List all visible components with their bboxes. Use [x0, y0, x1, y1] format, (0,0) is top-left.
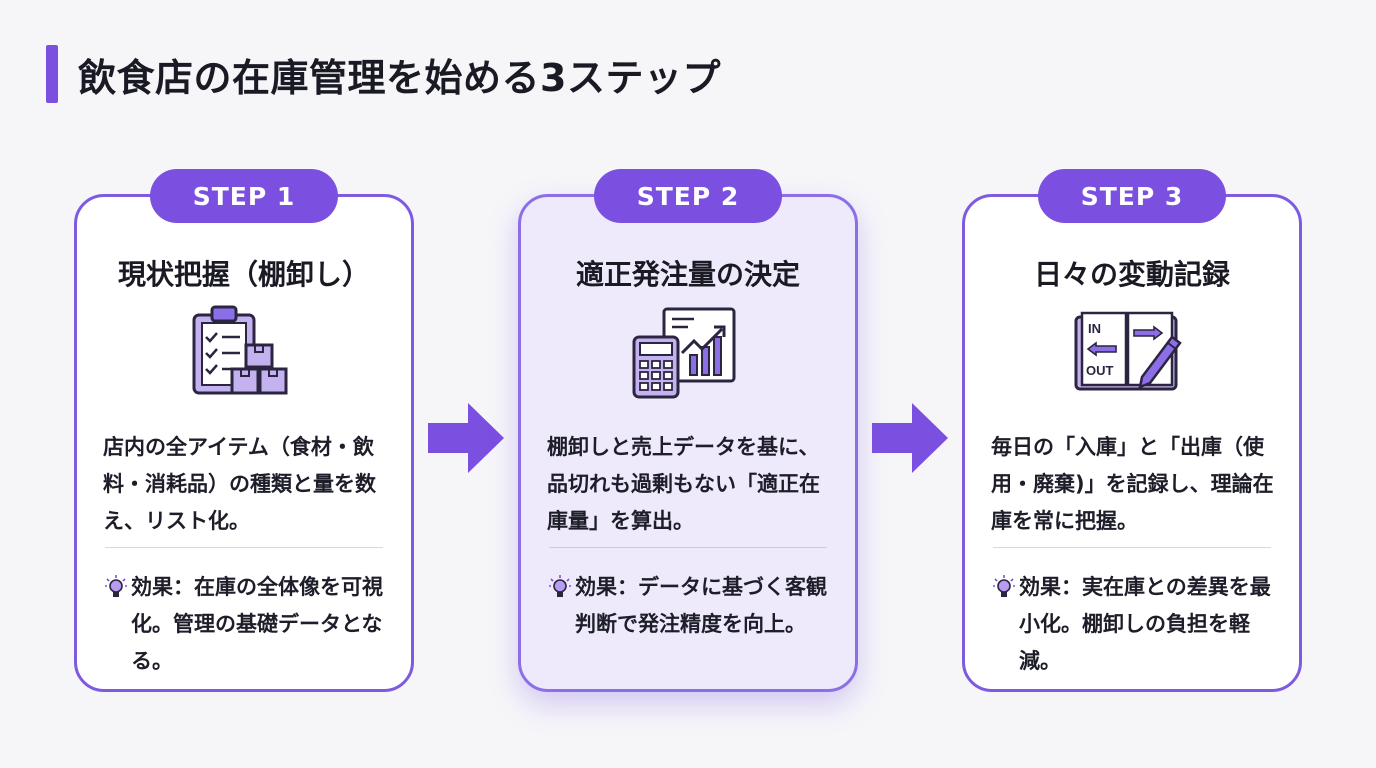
arrow-right-icon: [428, 403, 504, 473]
clipboard-boxes-icon: [192, 305, 288, 395]
step-card-2: STEP 2 適正発注量の決定 棚卸しと売上データを基に、品切れも過剰もない「適…: [518, 169, 858, 692]
step-badge: STEP 1: [150, 169, 338, 223]
effect-text: 効果：実在庫との差異を最小化。棚卸しの負担を軽減。: [1019, 575, 1271, 673]
lightbulb-icon: [993, 569, 1019, 606]
lightbulb-icon: [105, 569, 131, 606]
divider: [105, 547, 383, 548]
step-badge: STEP 2: [594, 169, 782, 223]
step-description: 店内の全アイテム（食材・飲料・消耗品）の種類と量を数え、リスト化。: [103, 435, 376, 533]
page-title: 飲食店の在庫管理を始める3ステップ: [78, 55, 721, 100]
title-area: 飲食店の在庫管理を始める3ステップ: [46, 44, 721, 104]
step-effect: 効果：データに基づく客観判断で発注精度を向上。: [549, 569, 835, 643]
arrow-right-icon: [872, 403, 948, 473]
step-card-1: STEP 1 現状把握（棚卸し） 店内の全アイテム（食材・飲料・消耗品）の種類と…: [74, 169, 414, 692]
calculator-chart-icon: [632, 307, 736, 399]
in-out-notebook-icon: IN OUT: [1074, 311, 1182, 391]
step-heading: 適正発注量の決定: [575, 258, 800, 291]
step-description: 棚卸しと売上データを基に、品切れも過剰もない「適正在庫量」を算出。: [547, 435, 820, 533]
effect-text: 効果：データに基づく客観判断で発注精度を向上。: [575, 575, 827, 636]
title-accent-bar: [46, 45, 58, 103]
step-heading: 日々の変動記録: [1033, 258, 1230, 291]
out-label: OUT: [1086, 363, 1114, 378]
step-card-3: STEP 3 日々の変動記録 IN OUT 毎日の「入庫」と「出庫（使用・廃棄)…: [962, 169, 1302, 692]
divider: [549, 547, 827, 548]
effect-text: 効果：在庫の全体像を可視化。管理の基礎データとなる。: [131, 575, 383, 673]
step-description: 毎日の「入庫」と「出庫（使用・廃棄)」を記録し、理論在庫を常に把握。: [991, 435, 1274, 533]
step-heading: 現状把握（棚卸し）: [117, 258, 370, 291]
divider: [993, 547, 1271, 548]
step-badge: STEP 3: [1038, 169, 1226, 223]
step-effect: 効果：在庫の全体像を可視化。管理の基礎データとなる。: [105, 569, 391, 680]
in-label: IN: [1088, 321, 1101, 336]
lightbulb-icon: [549, 569, 575, 606]
step-effect: 効果：実在庫との差異を最小化。棚卸しの負担を軽減。: [993, 569, 1279, 680]
